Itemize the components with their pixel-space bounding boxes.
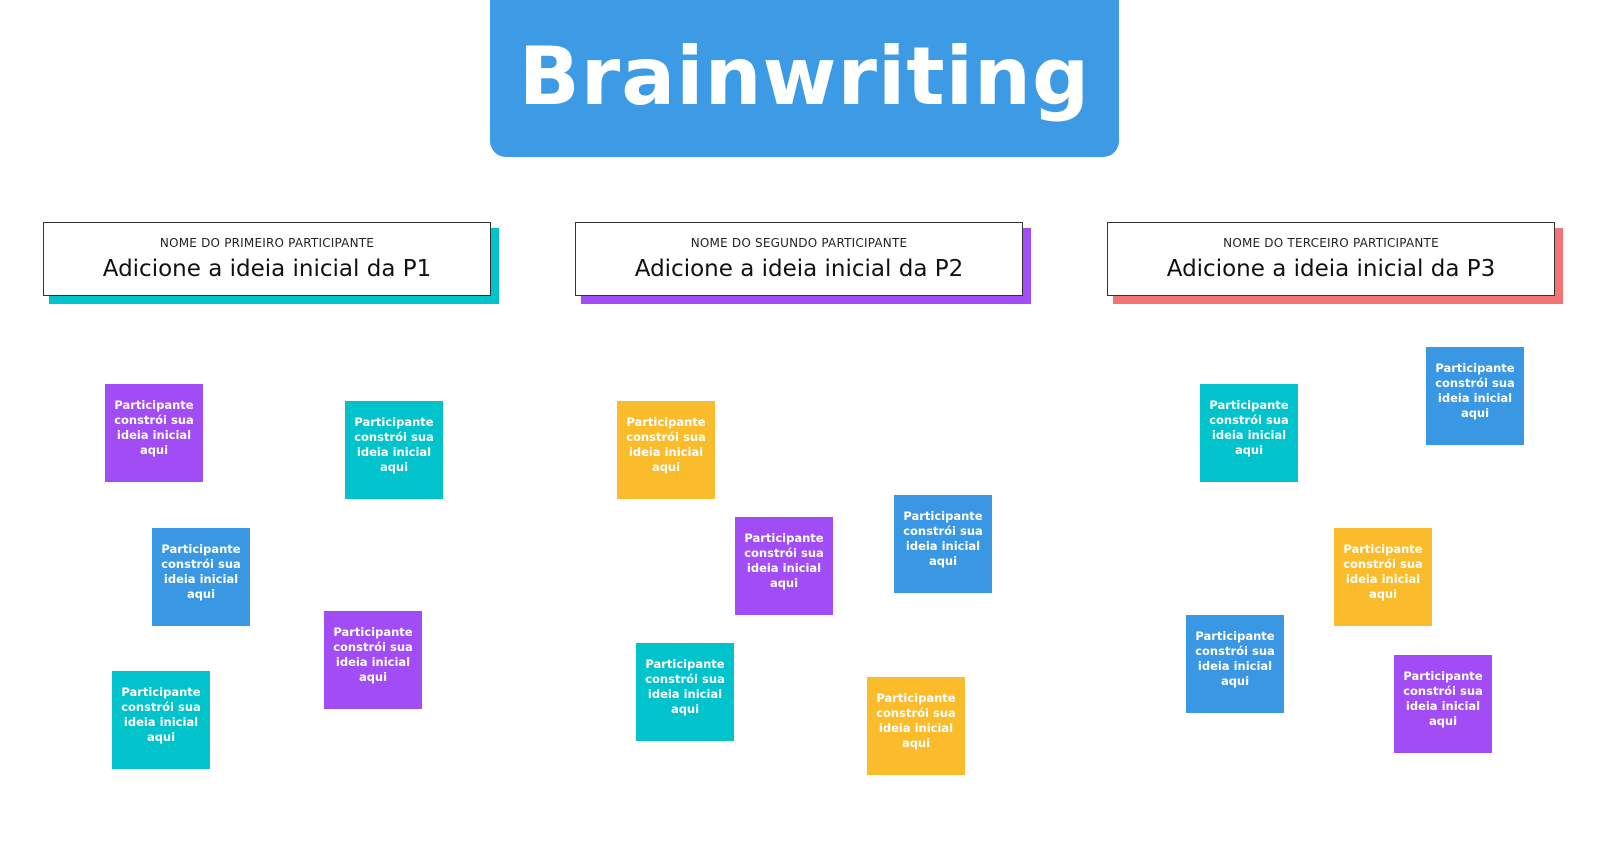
participant-card-1[interactable]: NOME DO PRIMEIRO PARTICIPANTE Adicione a… xyxy=(43,222,499,306)
sticky-note[interactable]: Participante constrói sua ideia inicial … xyxy=(152,528,250,626)
participant-name-label: NOME DO TERCEIRO PARTICIPANTE xyxy=(1223,236,1439,250)
participant-card-3[interactable]: NOME DO TERCEIRO PARTICIPANTE Adicione a… xyxy=(1107,222,1563,306)
sticky-note[interactable]: Participante constrói sua ideia inicial … xyxy=(735,517,833,615)
sticky-note[interactable]: Participante constrói sua ideia inicial … xyxy=(112,671,210,769)
participant-card-2[interactable]: NOME DO SEGUNDO PARTICIPANTE Adicione a … xyxy=(575,222,1031,306)
sticky-note[interactable]: Participante constrói sua ideia inicial … xyxy=(867,677,965,775)
title-banner: Brainwriting xyxy=(490,0,1119,157)
sticky-note[interactable]: Participante constrói sua ideia inicial … xyxy=(1186,615,1284,713)
sticky-note[interactable]: Participante constrói sua ideia inicial … xyxy=(894,495,992,593)
sticky-note[interactable]: Participante constrói sua ideia inicial … xyxy=(636,643,734,741)
sticky-note[interactable]: Participante constrói sua ideia inicial … xyxy=(324,611,422,709)
participant-name-label: NOME DO PRIMEIRO PARTICIPANTE xyxy=(159,236,375,250)
sticky-note[interactable]: Participante constrói sua ideia inicial … xyxy=(1394,655,1492,753)
participant-idea-text[interactable]: Adicione a ideia inicial da P2 xyxy=(634,256,964,282)
sticky-note[interactable]: Participante constrói sua ideia inicial … xyxy=(1426,347,1524,445)
sticky-note[interactable]: Participante constrói sua ideia inicial … xyxy=(345,401,443,499)
sticky-note[interactable]: Participante constrói sua ideia inicial … xyxy=(1334,528,1432,626)
sticky-note[interactable]: Participante constrói sua ideia inicial … xyxy=(105,384,203,482)
card-body: NOME DO TERCEIRO PARTICIPANTE Adicione a… xyxy=(1107,222,1555,296)
card-body: NOME DO SEGUNDO PARTICIPANTE Adicione a … xyxy=(575,222,1023,296)
sticky-note[interactable]: Participante constrói sua ideia inicial … xyxy=(617,401,715,499)
sticky-note[interactable]: Participante constrói sua ideia inicial … xyxy=(1200,384,1298,482)
card-body: NOME DO PRIMEIRO PARTICIPANTE Adicione a… xyxy=(43,222,491,296)
participant-idea-text[interactable]: Adicione a ideia inicial da P3 xyxy=(1166,256,1496,282)
participant-name-label: NOME DO SEGUNDO PARTICIPANTE xyxy=(690,236,908,250)
participant-idea-text[interactable]: Adicione a ideia inicial da P1 xyxy=(102,256,432,282)
page-title: Brainwriting xyxy=(518,30,1091,123)
